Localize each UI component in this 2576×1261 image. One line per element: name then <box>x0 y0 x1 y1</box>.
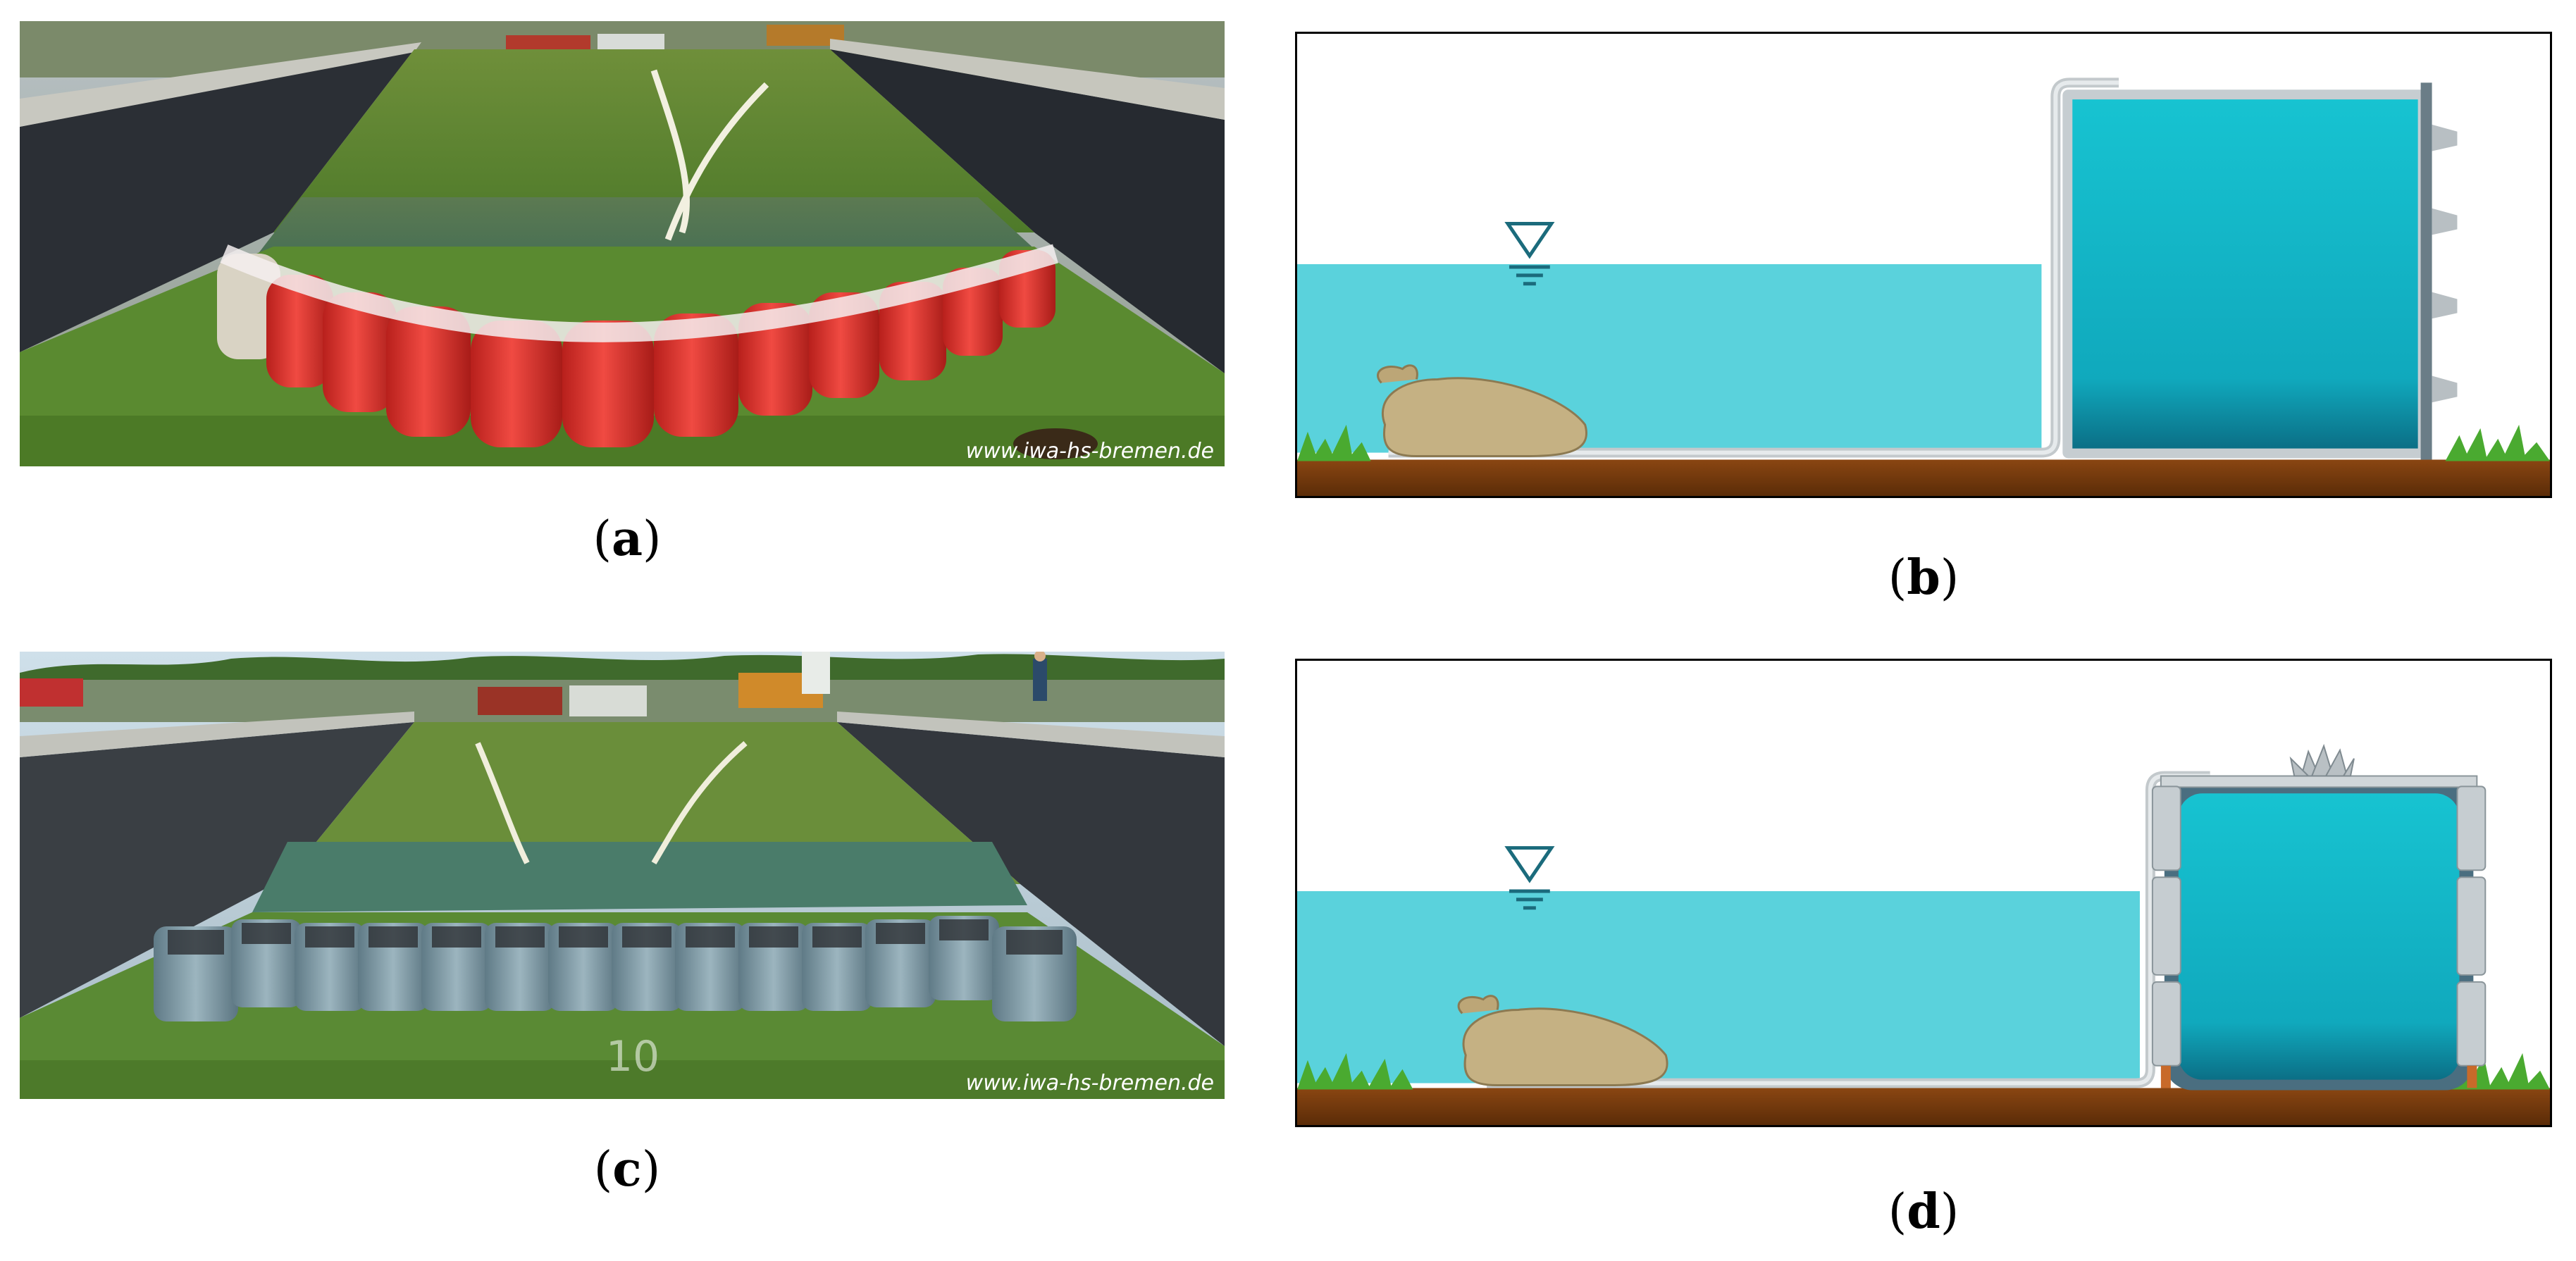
panel-label-d: (d) <box>1888 1184 1959 1240</box>
grass-icon <box>1297 424 2550 461</box>
water-tank-b <box>2062 82 2458 460</box>
photo-a-illustration: www.iwa-hs-bremen.de <box>20 21 1225 466</box>
panel-label-c: (c) <box>593 1141 661 1198</box>
diagram-panel-d <box>1295 659 2552 1127</box>
soil-b <box>1297 459 2550 496</box>
frame-bag-d <box>2151 743 2487 1091</box>
water-level-symbol-icon <box>1504 222 1555 286</box>
watermark-a: www.iwa-hs-bremen.de <box>966 439 1214 464</box>
diagram-panel-b <box>1295 32 2552 498</box>
panel-label-b: (b) <box>1888 549 1959 606</box>
sandbag-icon <box>1376 364 1587 458</box>
photo-panel-c: 10 www.iwa-hs-bremen.de <box>20 652 1225 1099</box>
panel-label-a: (a) <box>593 511 662 567</box>
water-level-symbol-icon <box>1504 846 1555 910</box>
watermark-c: www.iwa-hs-bremen.de <box>966 1071 1214 1095</box>
red-tank-row <box>217 244 1058 447</box>
water-body-d <box>1297 891 2140 1083</box>
photo-c-illustration: 10 www.iwa-hs-bremen.de <box>20 652 1225 1099</box>
soil-d <box>1297 1088 2550 1125</box>
diagram-b-illustration <box>1297 34 2550 496</box>
diagram-d-illustration <box>1297 661 2550 1125</box>
ground-marking-c: 10 <box>606 1032 660 1081</box>
sandbag-icon <box>1457 995 1668 1087</box>
grey-bag-row <box>154 916 1077 1021</box>
photo-panel-a: www.iwa-hs-bremen.de <box>20 21 1225 466</box>
